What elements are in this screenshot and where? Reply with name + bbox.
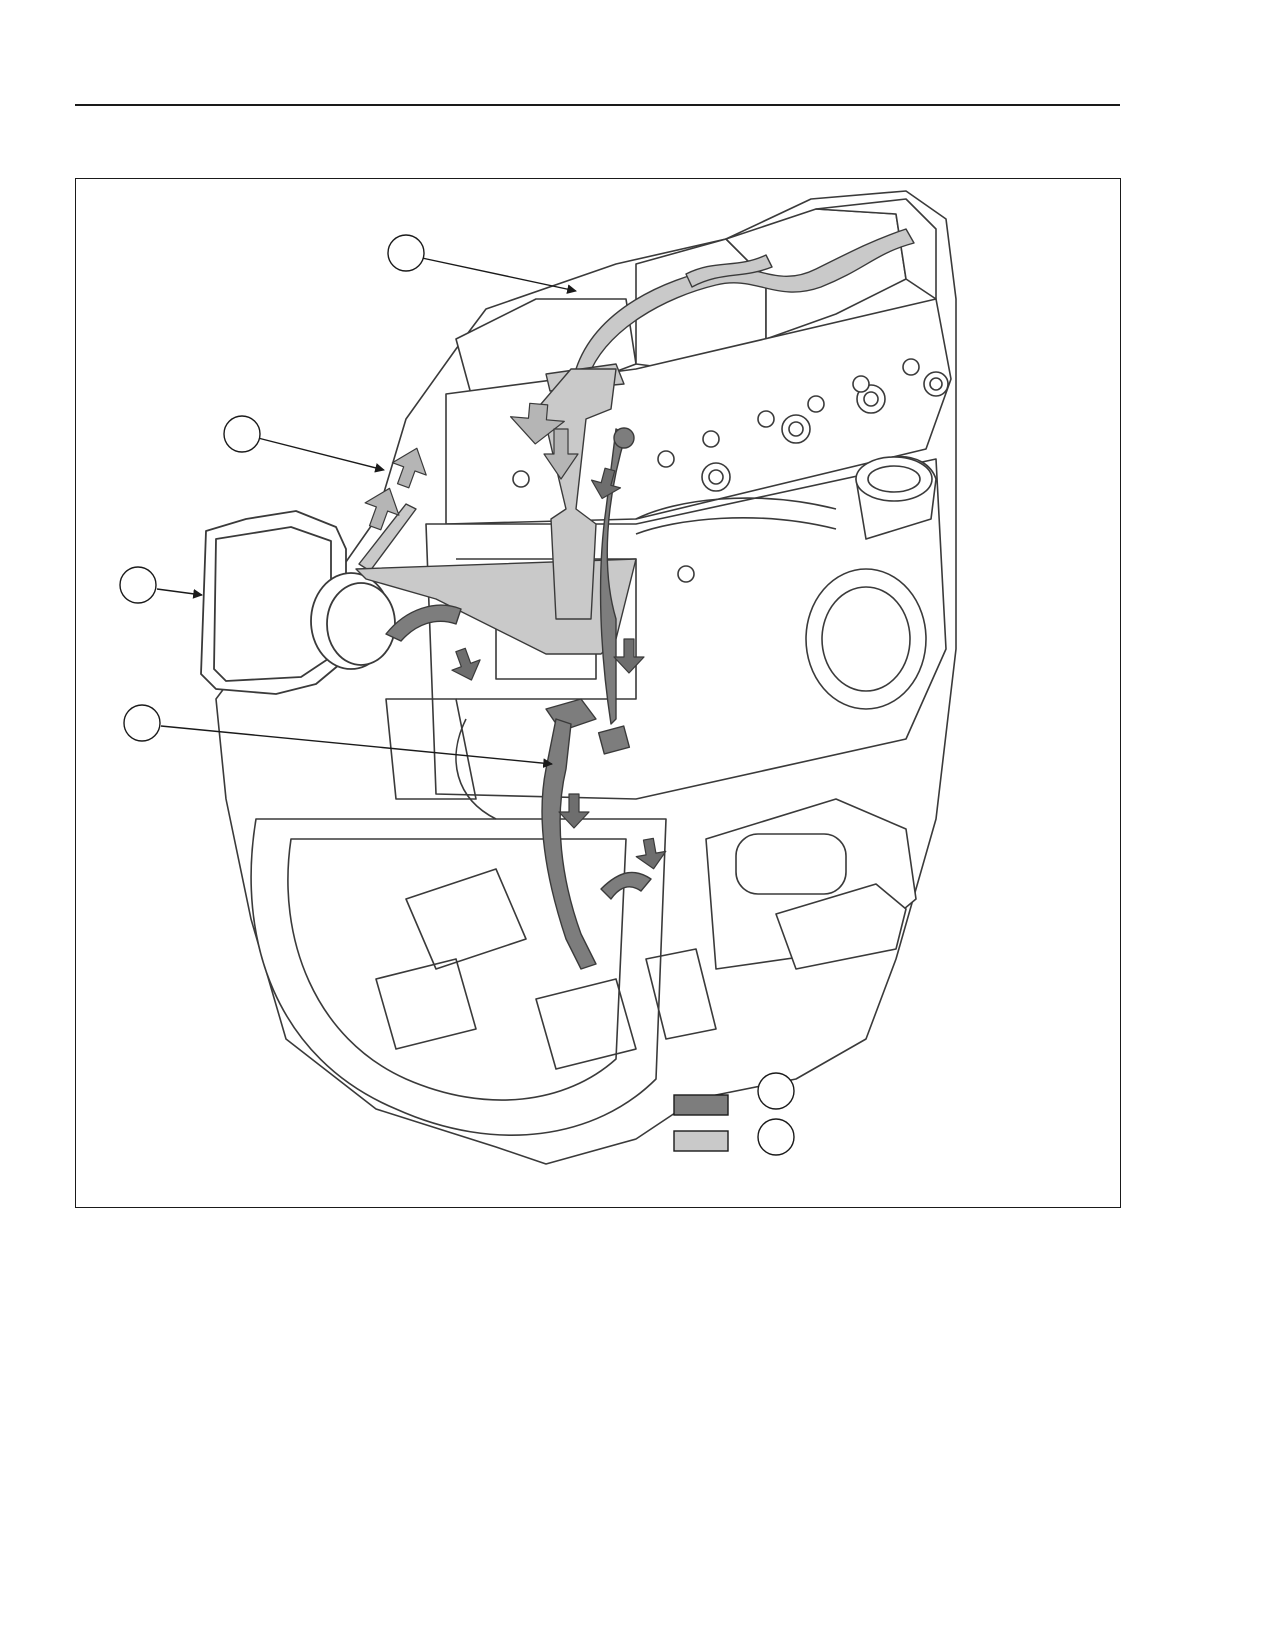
- legend-light-swatch: [673, 1130, 729, 1152]
- engine-breather-figure: [75, 178, 1121, 1208]
- dark-flow-paths: [385, 427, 652, 970]
- engine-illustration: [119, 190, 957, 1165]
- valve-cover-leader: [421, 257, 577, 294]
- flow-arrows: [364, 402, 667, 870]
- legend-light: [673, 1118, 795, 1156]
- breather-pipe-leader: [257, 437, 385, 473]
- legend-dark: [673, 1072, 795, 1116]
- callout-leaders: [156, 257, 577, 769]
- callouts: [119, 234, 425, 742]
- drain-hose-leader: [160, 725, 553, 769]
- oil-separator-leader: [156, 588, 203, 599]
- valve-cover-callout: [387, 234, 425, 272]
- header-rule: [75, 104, 1120, 106]
- oil-separator-callout: [119, 566, 157, 604]
- legend: [673, 1072, 795, 1156]
- engine-block: [215, 190, 957, 1165]
- breather-pipe-callout: [223, 415, 261, 453]
- legend-dark-swatch: [673, 1094, 729, 1116]
- drain-hose-callout: [123, 704, 161, 742]
- oil-separator: [200, 510, 396, 695]
